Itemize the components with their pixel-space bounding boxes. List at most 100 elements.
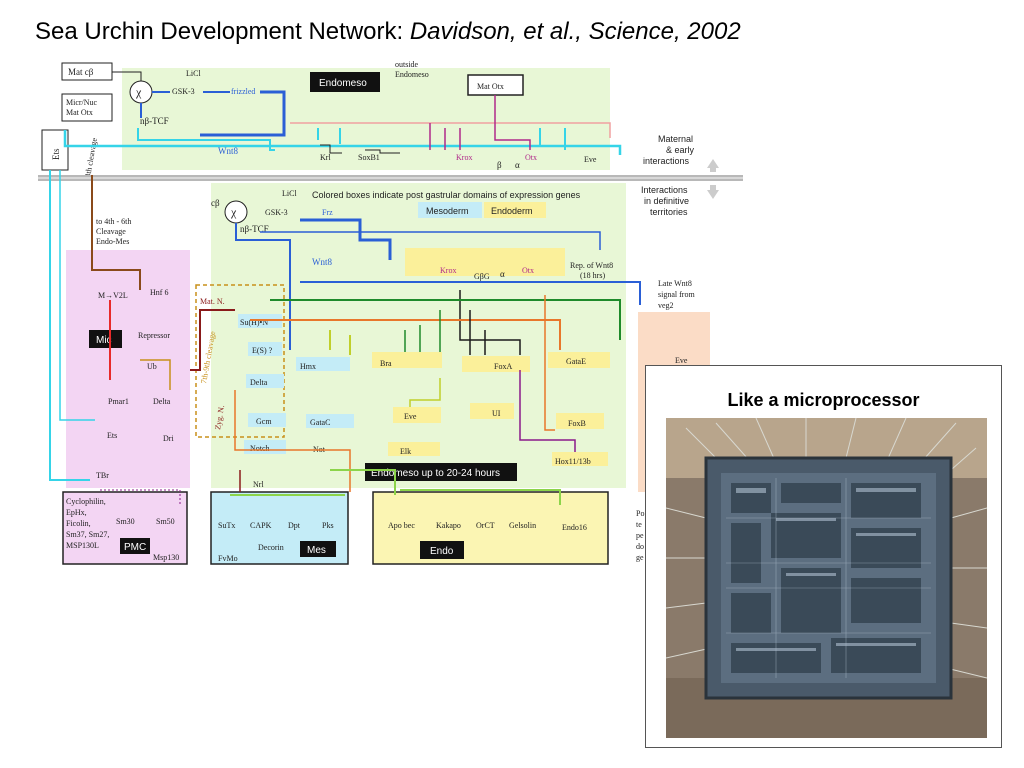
maternal-note-1: Maternal — [658, 134, 693, 144]
repressor-label: Repressor — [138, 331, 170, 340]
foxb-box — [556, 413, 604, 429]
eve-lower-label: Eve — [404, 412, 417, 421]
apobec-label: Apo bec — [388, 521, 415, 530]
pmc-genes-1: Cyclophilin, — [66, 497, 106, 506]
mat-cb-label: Mat cβ — [68, 67, 94, 77]
maternal-note-2: & early — [666, 145, 695, 155]
sm50-label: Sm50 — [156, 517, 175, 526]
definitive-note-3: territories — [650, 207, 688, 217]
es-box — [248, 342, 282, 356]
foxa-label: FoxA — [494, 362, 512, 371]
mat-n-dashed-box — [195, 284, 285, 438]
slide-title: Sea Urchin Development Network: Davidson… — [35, 18, 741, 46]
post-green-panel — [211, 183, 626, 488]
dpt-label: Dpt — [288, 521, 301, 530]
mic-pink-panel — [66, 250, 190, 488]
late-wnt8-1: Late Wnt8 — [658, 279, 692, 288]
pmc-genes-3: Ficolin, — [66, 519, 91, 528]
ets-vertical-box — [41, 129, 69, 171]
mesoderm-label: Mesoderm — [426, 206, 469, 216]
title-main: Sea Urchin Development Network: — [35, 18, 410, 45]
gsk3-label: GSK-3 — [172, 87, 195, 96]
gsk3-2-label: GSK-3 — [265, 208, 288, 217]
cut-text-2: te — [636, 520, 642, 529]
mat-n-label: Mat. N. — [200, 297, 225, 306]
late-wnt8-3: veg2 — [658, 301, 674, 310]
gelsolin-label: Gelsolin — [509, 521, 536, 530]
mes-label: Mes — [307, 545, 326, 556]
bra-label: Bra — [380, 359, 392, 368]
hmx-box — [296, 357, 350, 371]
wnt8-lower-label: Wnt8 — [312, 257, 332, 267]
gatac-label: GataC — [310, 418, 330, 427]
lower-wiring — [49, 170, 641, 505]
cb-label: cβ — [211, 198, 220, 208]
endo-black-box — [420, 541, 464, 559]
cut-text-5: ge — [636, 553, 644, 562]
alpha2-label: α — [500, 269, 505, 279]
endomeso-black-box — [310, 72, 380, 92]
chi2-label: χ — [230, 205, 237, 219]
alpha-label: α — [515, 160, 520, 170]
chi-label: χ — [135, 85, 142, 99]
cut-text-3: pe — [636, 531, 644, 540]
eve-upper-label: Eve — [584, 155, 597, 164]
late-wnt8-2: signal from — [658, 290, 695, 299]
ets-vertical-label: Ets — [51, 148, 61, 160]
gatae-label: GataE — [566, 357, 586, 366]
delta2-box — [246, 374, 284, 388]
su-h-n-label: Su(H)•N — [240, 318, 268, 327]
up-arrow-icon — [707, 159, 719, 172]
upper-wiring — [63, 71, 622, 155]
ets-mic-label: Ets — [107, 431, 117, 440]
ub-label: Ub — [147, 362, 157, 371]
cleave-note-2: Cleavage — [96, 227, 126, 236]
hox11-box — [552, 452, 608, 466]
pmc-genes-2: EpHx, — [66, 508, 87, 517]
endomeso-24-label: Endomeso up to 20-24 hours — [371, 468, 500, 479]
beta-label: β — [497, 160, 502, 170]
micr-nuc-label-2: Mat Otx — [66, 108, 93, 117]
eve-lower-box — [393, 407, 441, 423]
notch-label: Notch — [250, 444, 270, 453]
otx-upper-label: Otx — [525, 153, 537, 162]
elk-label: Elk — [400, 447, 411, 456]
nb-tcf2-label: nβ-TCF — [240, 224, 269, 234]
separator-band — [38, 175, 743, 181]
outside-endomeso-2: Endomeso — [395, 70, 429, 79]
sm30-label: Sm30 — [116, 517, 135, 526]
krox-box — [405, 248, 565, 276]
endomeso-box-label: Endomeso — [319, 78, 367, 89]
mic-label: Mic — [96, 335, 112, 346]
bra-box — [372, 352, 442, 368]
hmx-label: Hmx — [300, 362, 316, 371]
pmc-black-box — [120, 538, 150, 554]
gatac-box — [306, 414, 354, 428]
definitive-note-2: in definitive — [644, 196, 689, 206]
down-arrow-icon — [707, 185, 719, 199]
mat-otx-label: Mat Otx — [477, 82, 504, 91]
mes-genes-box — [210, 491, 349, 565]
micr-nuc-label-1: Micr/Nuc — [66, 98, 98, 107]
colored-boxes-note: Colored boxes indicate post gastrular do… — [312, 190, 581, 200]
nrl-label: Nrl — [253, 480, 264, 489]
ui-label: UI — [492, 409, 501, 418]
soxb1-label: SoxB1 — [358, 153, 380, 162]
es-label: E(S) ? — [252, 346, 273, 355]
micr-nuc-box — [61, 93, 113, 122]
mes-black-box — [300, 541, 336, 557]
frizzled-label: frizzled — [231, 87, 255, 96]
maternal-note-3: interactions — [643, 156, 690, 166]
gcm-box — [248, 413, 286, 427]
hox11-label: Hox11/13b — [555, 457, 591, 466]
capk-label: CAPK — [250, 521, 272, 530]
rep-wnt8-2: (18 hrs) — [580, 271, 605, 280]
licl-label: LiCl — [186, 69, 201, 78]
otx-lower-label: Otx — [522, 266, 534, 275]
licl2-label: LiCl — [282, 189, 297, 198]
endo16-label: Endo16 — [562, 523, 587, 532]
pmar1-label: Pmar1 — [108, 397, 129, 406]
gcm-label: Gcm — [256, 417, 272, 426]
zyg-n-label: Zyg. N. — [213, 404, 226, 430]
